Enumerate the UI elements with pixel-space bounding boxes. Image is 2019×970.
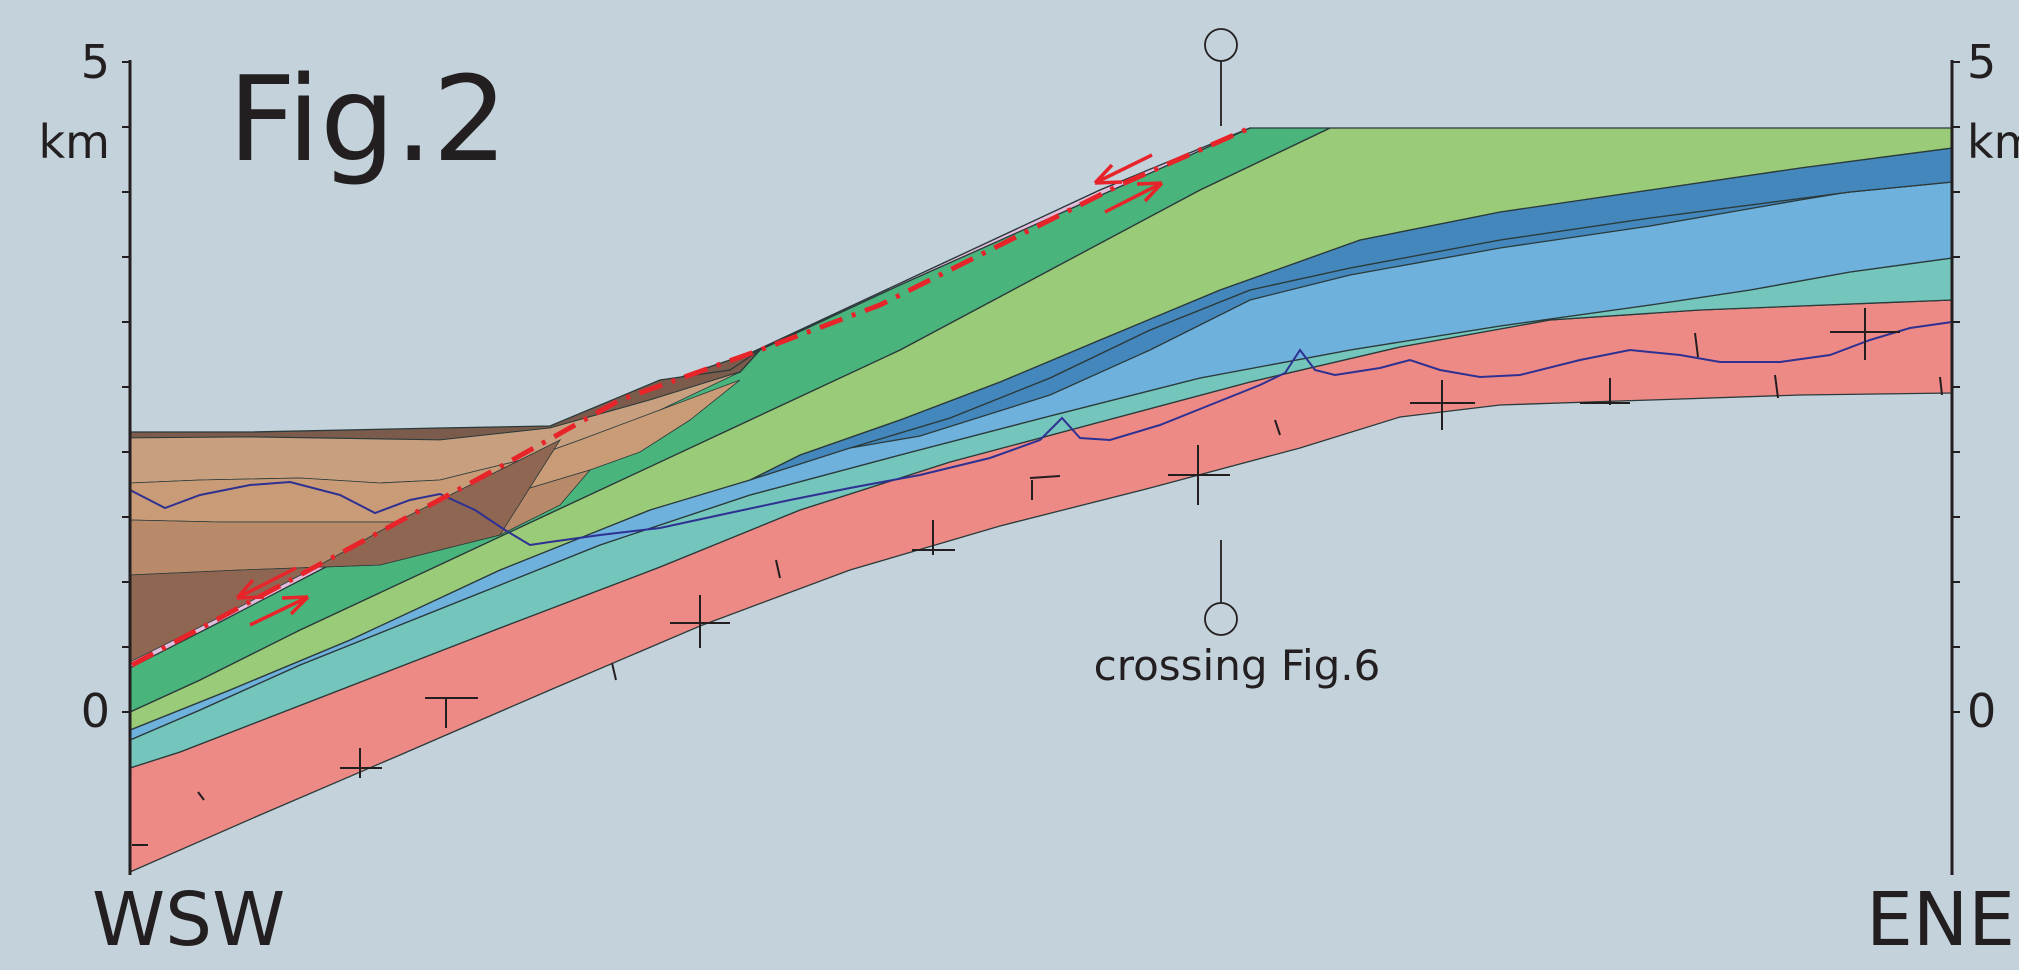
fault-arrow-lower-right (249, 595, 310, 627)
direction-label-left: WSW (92, 877, 285, 963)
fault-arrow-upper-right (1104, 181, 1164, 214)
crossing-marker (1204, 28, 1238, 636)
left-axis (122, 60, 132, 875)
right-axis (1950, 60, 1960, 875)
left-axis-unit: km (39, 115, 110, 169)
marker-horizon-line (129, 321, 1953, 547)
right-axis-top-value: 5 (1967, 35, 1996, 89)
fault-arrow-lower-left (235, 566, 297, 600)
right-axis-unit: km (1967, 115, 2019, 169)
direction-label-right: ENE (1866, 877, 2015, 963)
left-axis-top-value: 5 (81, 35, 110, 89)
figure-title: Fig.2 (228, 50, 508, 188)
fault (130, 125, 1252, 668)
crossing-label: crossing Fig.6 (1094, 641, 1381, 690)
left-axis-zero-value: 0 (81, 684, 110, 738)
basement-ticks (132, 308, 1943, 846)
strata (129, 127, 1953, 873)
right-axis-zero-value: 0 (1967, 684, 1996, 738)
crossing-marker-bottom-circle (1204, 602, 1238, 636)
fault-arrow-upper-left (1093, 153, 1153, 185)
fault-trace (130, 125, 1252, 668)
